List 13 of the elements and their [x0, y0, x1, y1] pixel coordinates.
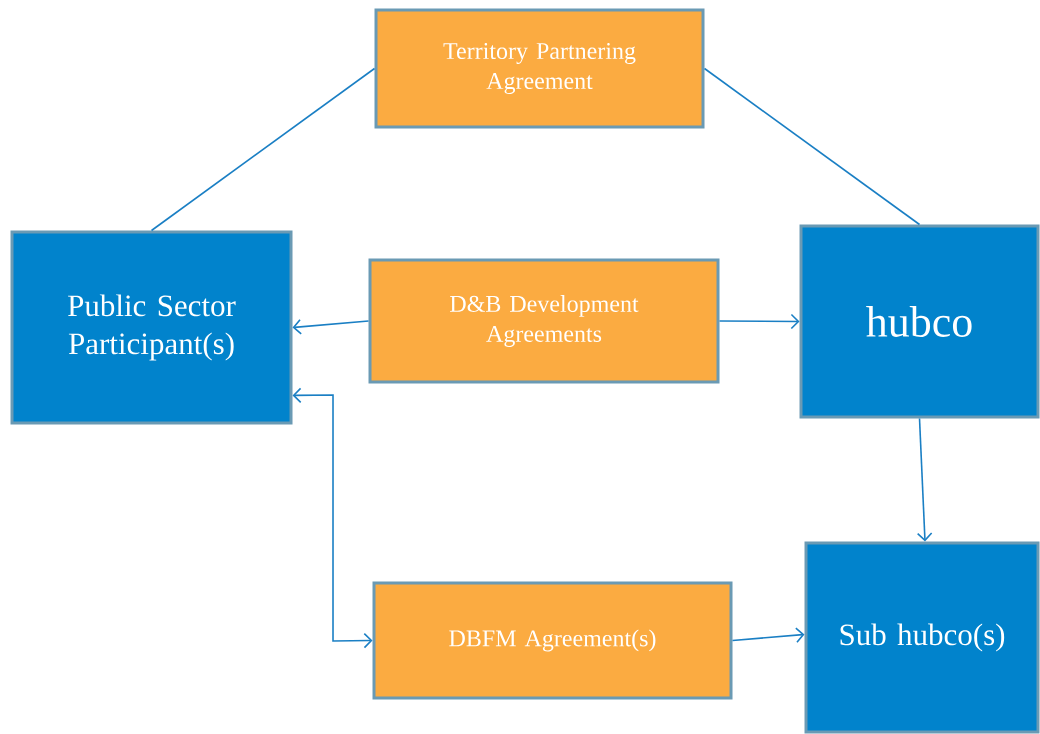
party-box: hubco: [799, 224, 1040, 419]
arrow: [292, 387, 373, 649]
arrow: [916, 417, 933, 542]
connector-line: [703, 67, 921, 226]
arrow: [292, 319, 370, 335]
arrow: [731, 627, 805, 643]
connector-line: [150, 67, 376, 232]
agreement-box: Territory Partnering Agreement: [374, 8, 705, 129]
arrow: [718, 313, 800, 330]
agreement-box: DBFM Agreement(s): [372, 581, 733, 700]
party-box: Public Sector Participant(s): [10, 230, 293, 425]
party-box: Sub hubco(s): [804, 541, 1040, 734]
agreement-box: D&B Development Agreements: [368, 258, 720, 384]
